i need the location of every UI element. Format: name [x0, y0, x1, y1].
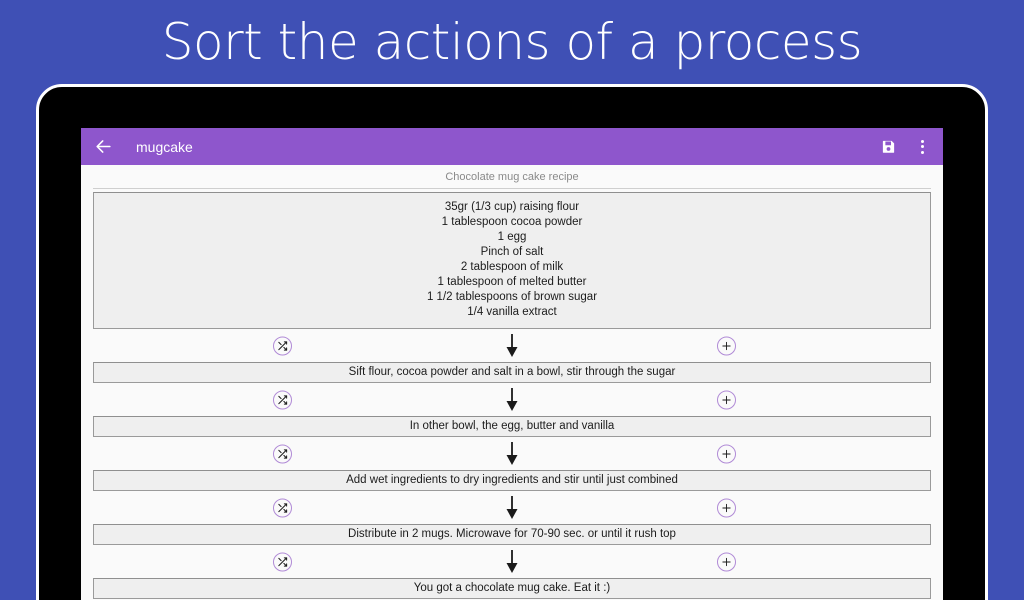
plus-icon[interactable]	[716, 390, 736, 409]
plus-icon[interactable]	[716, 444, 736, 463]
shuffle-icon[interactable]	[272, 444, 292, 463]
step-box[interactable]: Sift flour, cocoa powder and salt in a b…	[93, 362, 931, 383]
ingredient-line: 1 1/2 tablespoons of brown sugar	[426, 291, 598, 303]
plus-icon[interactable]	[716, 552, 736, 571]
shuffle-icon[interactable]	[272, 498, 292, 517]
ingredient-line: 2 tablespoon of milk	[460, 261, 564, 273]
app-bar: mugcake	[81, 128, 943, 165]
down-arrow-icon	[504, 441, 520, 467]
step-box[interactable]: Add wet ingredients to dry ingredients a…	[93, 470, 931, 491]
save-floppy-icon[interactable]	[878, 137, 898, 157]
promo-headline: Sort the actions of a process	[161, 13, 863, 71]
connector-row	[93, 545, 931, 578]
down-arrow-icon	[504, 387, 520, 413]
connector-row	[93, 437, 931, 470]
overflow-menu-icon[interactable]	[912, 137, 932, 157]
ingredient-line: 1 tablespoon cocoa powder	[441, 216, 583, 228]
connector-row	[93, 383, 931, 416]
step-box[interactable]: You got a chocolate mug cake. Eat it :)	[93, 578, 931, 599]
step-box[interactable]: Distribute in 2 mugs. Microwave for 70-9…	[93, 524, 931, 545]
shuffle-icon[interactable]	[272, 552, 292, 571]
tablet-device-frame: mugcake Chocolate mug cake recipe	[36, 84, 988, 600]
recipe-title: Chocolate mug cake recipe	[93, 165, 931, 189]
ingredient-line: Pinch of salt	[480, 246, 544, 258]
down-arrow-icon	[504, 549, 520, 575]
shuffle-icon[interactable]	[272, 390, 292, 409]
ingredient-line: 1/4 vanilla extract	[467, 306, 557, 318]
connector-row	[93, 329, 931, 362]
down-arrow-icon	[504, 333, 520, 359]
plus-icon[interactable]	[716, 336, 736, 355]
ingredient-line: 1 tablespoon of melted butter	[437, 276, 587, 288]
app-bar-actions	[878, 137, 932, 157]
shuffle-icon[interactable]	[272, 336, 292, 355]
plus-icon[interactable]	[716, 498, 736, 517]
connector-row	[93, 491, 931, 524]
ingredient-line: 35gr (1/3 cup) raising flour	[444, 201, 580, 213]
back-arrow-icon[interactable]	[92, 136, 114, 158]
down-arrow-icon	[504, 495, 520, 521]
tablet-screen: mugcake Chocolate mug cake recipe	[81, 128, 943, 600]
recipe-content: Chocolate mug cake recipe 35gr (1/3 cup)…	[81, 165, 943, 600]
ingredient-line: 1 egg	[497, 231, 527, 243]
app-bar-title: mugcake	[136, 138, 193, 155]
step-box[interactable]: In other bowl, the egg, butter and vanil…	[93, 416, 931, 437]
ingredients-box[interactable]: 35gr (1/3 cup) raising flour 1 tablespoo…	[93, 192, 931, 329]
